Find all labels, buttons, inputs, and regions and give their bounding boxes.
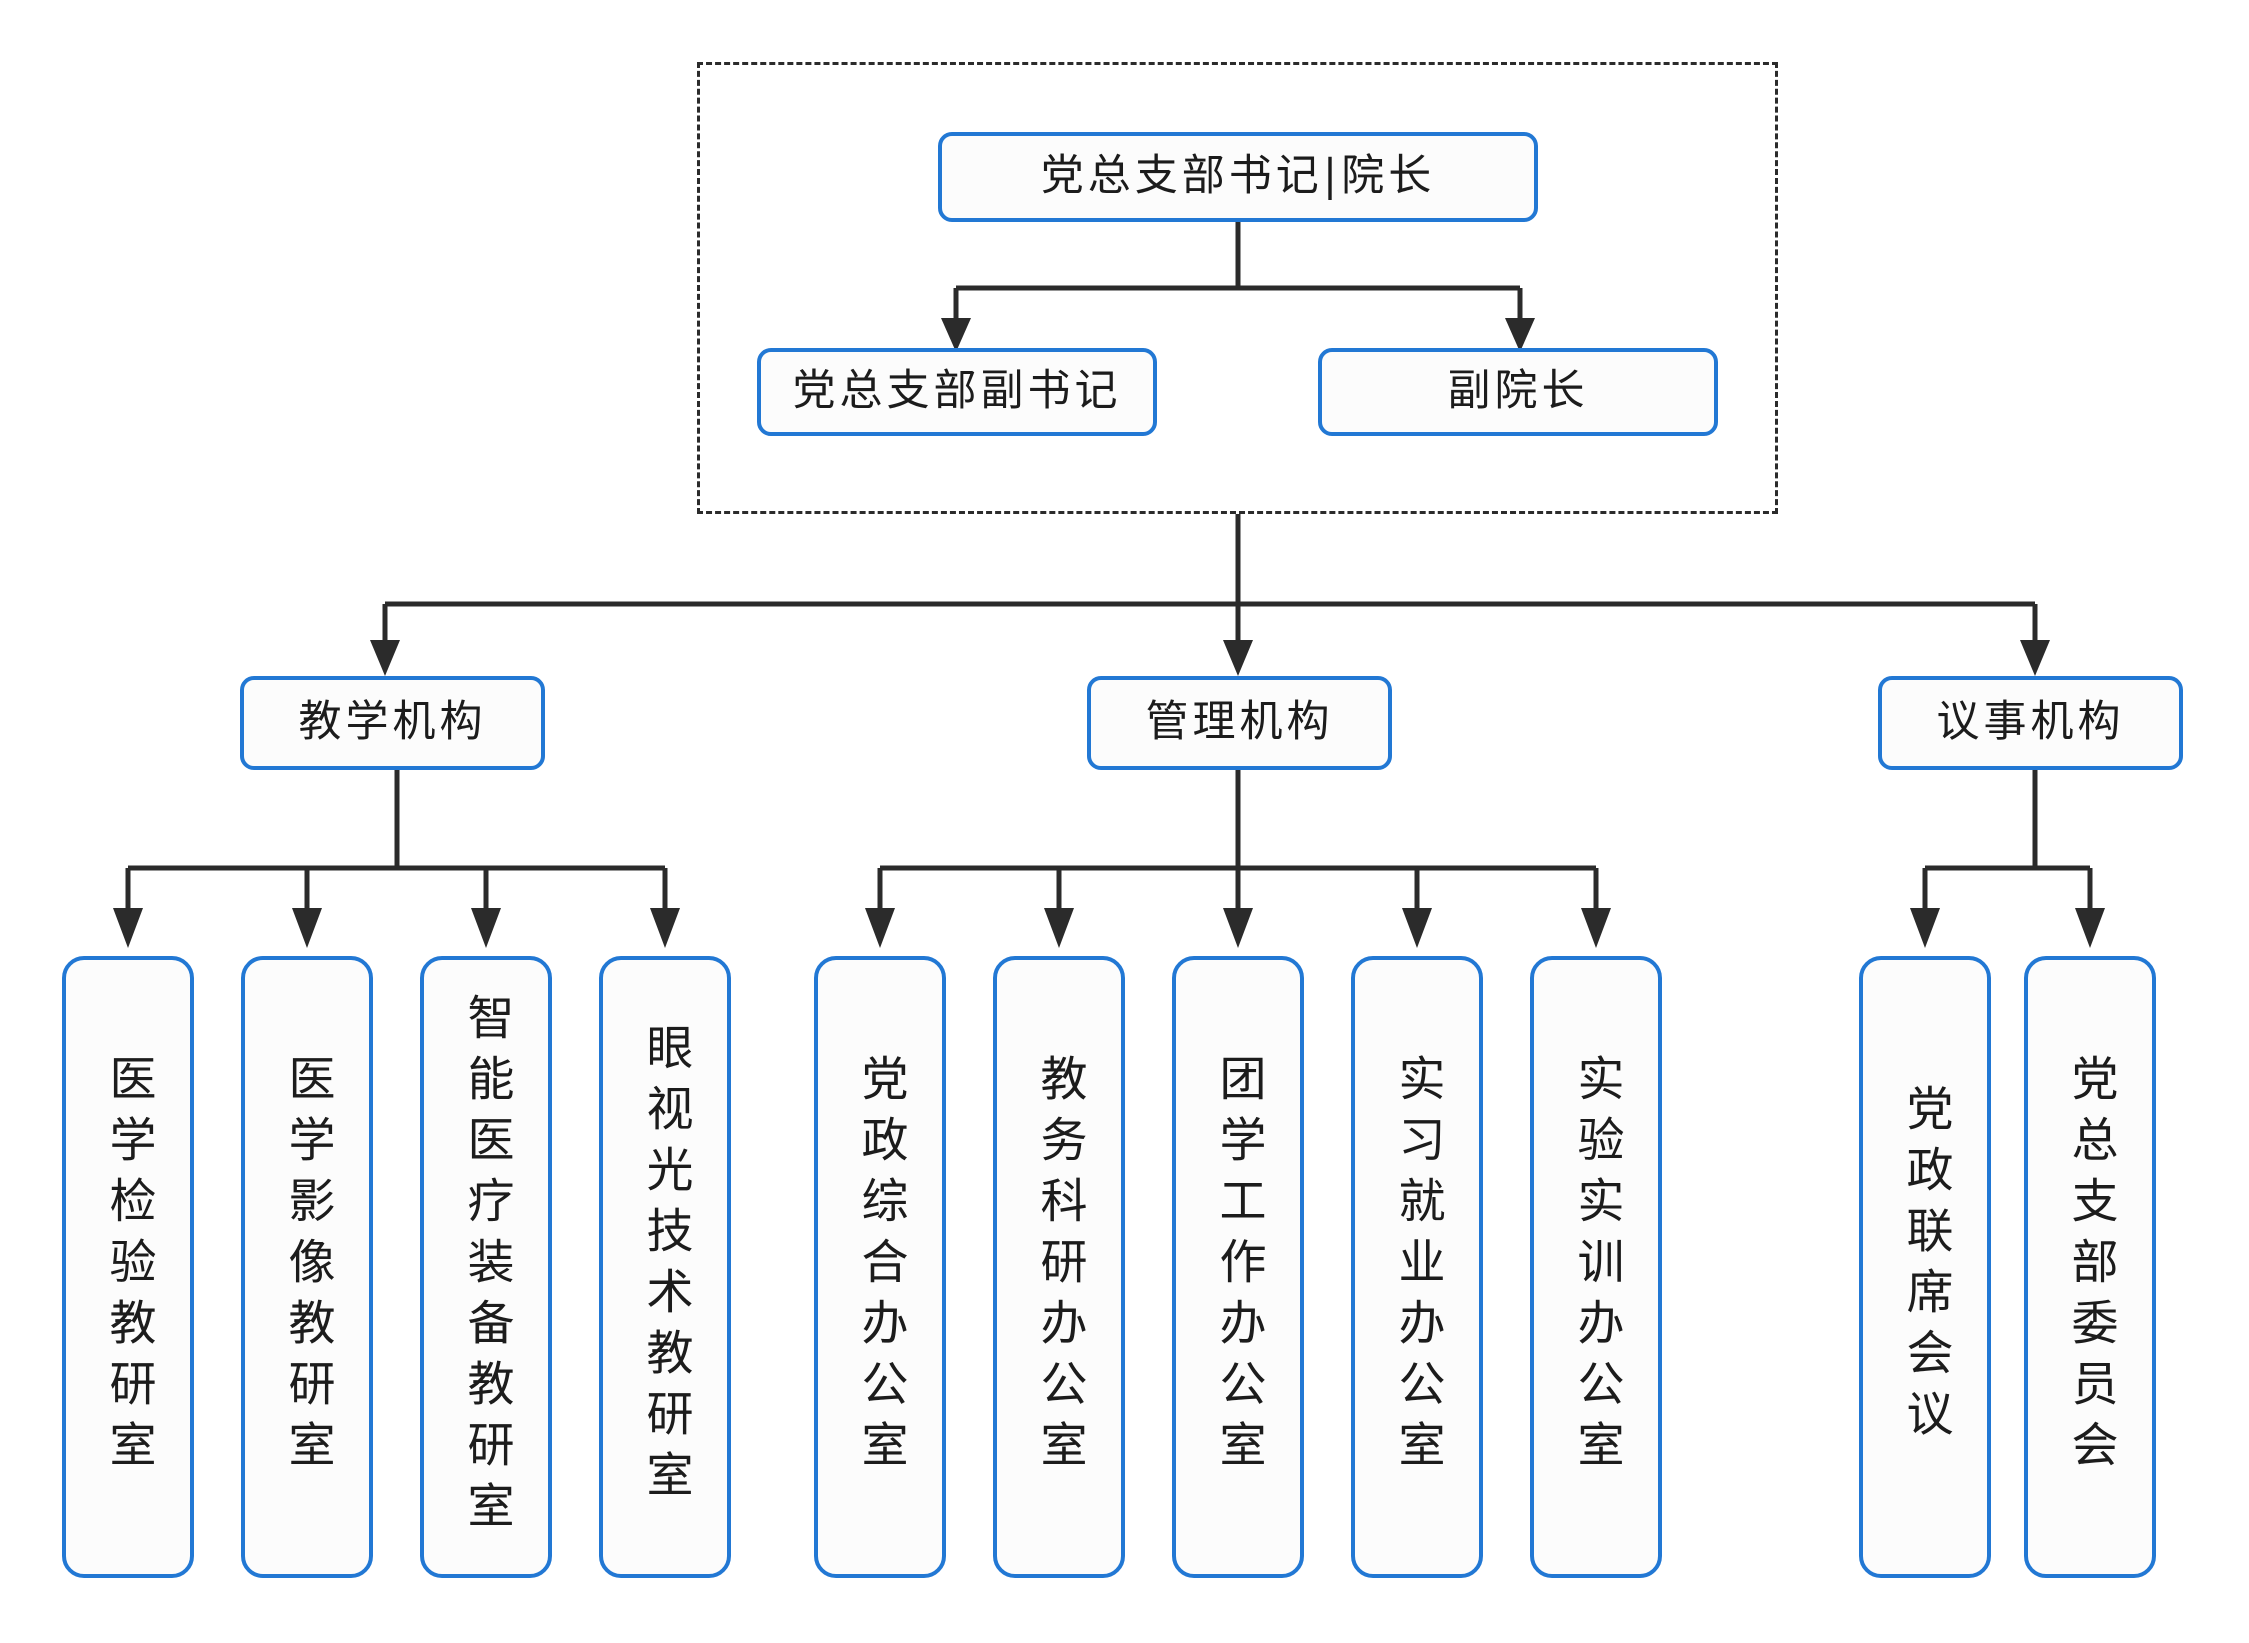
node-label: 眼视光技术教研室 xyxy=(637,1023,693,1511)
node-vice-dean[interactable]: 副院长 xyxy=(1318,348,1718,436)
leaf-academic-affairs-research-office[interactable]: 教务科研办公室 xyxy=(993,956,1125,1578)
leaf-optometry-technology-teaching-office[interactable]: 眼视光技术教研室 xyxy=(599,956,731,1578)
node-deputy-party-secretary[interactable]: 党总支部副书记 xyxy=(757,348,1157,436)
leaf-party-government-general-office[interactable]: 党政综合办公室 xyxy=(814,956,946,1578)
leaf-internship-employment-office[interactable]: 实习就业办公室 xyxy=(1351,956,1483,1578)
leaf-medical-laboratory-teaching-office[interactable]: 医学检验教研室 xyxy=(62,956,194,1578)
leaf-youth-league-student-work-office[interactable]: 团学工作办公室 xyxy=(1172,956,1304,1578)
leaf-laboratory-training-office[interactable]: 实验实训办公室 xyxy=(1530,956,1662,1578)
node-label: 管理机构 xyxy=(1145,697,1334,748)
leaf-party-government-joint-meeting[interactable]: 党政联席会议 xyxy=(1859,956,1991,1578)
node-administrative-units[interactable]: 管理机构 xyxy=(1087,676,1392,770)
node-label: 党总支部副书记 xyxy=(792,366,1122,417)
node-teaching-units[interactable]: 教学机构 xyxy=(240,676,545,770)
leaf-party-general-branch-committee[interactable]: 党总支部委员会 xyxy=(2024,956,2156,1578)
node-label: 团学工作办公室 xyxy=(1210,1053,1266,1481)
node-label: 医学检验教研室 xyxy=(100,1053,156,1481)
leaf-medical-imaging-teaching-office[interactable]: 医学影像教研室 xyxy=(241,956,373,1578)
node-party-secretary-dean[interactable]: 党总支部书记|院长 xyxy=(938,132,1538,222)
node-label: 党总支部书记|院长 xyxy=(1040,151,1436,202)
node-label: 议事机构 xyxy=(1936,697,2125,748)
node-label: 实习就业办公室 xyxy=(1389,1053,1445,1481)
node-label: 教学机构 xyxy=(298,697,487,748)
node-label: 党政综合办公室 xyxy=(852,1053,908,1481)
node-label: 实验实训办公室 xyxy=(1568,1053,1624,1481)
node-deliberative-units[interactable]: 议事机构 xyxy=(1878,676,2183,770)
leadership-group-box xyxy=(697,62,1778,514)
node-label: 党总支部委员会 xyxy=(2062,1053,2118,1481)
node-label: 智能医疗装备教研室 xyxy=(458,992,514,1542)
node-label: 医学影像教研室 xyxy=(279,1053,335,1481)
leaf-smart-medical-equipment-teaching-office[interactable]: 智能医疗装备教研室 xyxy=(420,956,552,1578)
node-label: 副院长 xyxy=(1447,366,1589,417)
node-label: 教务科研办公室 xyxy=(1031,1053,1087,1481)
node-label: 党政联席会议 xyxy=(1897,1084,1953,1450)
